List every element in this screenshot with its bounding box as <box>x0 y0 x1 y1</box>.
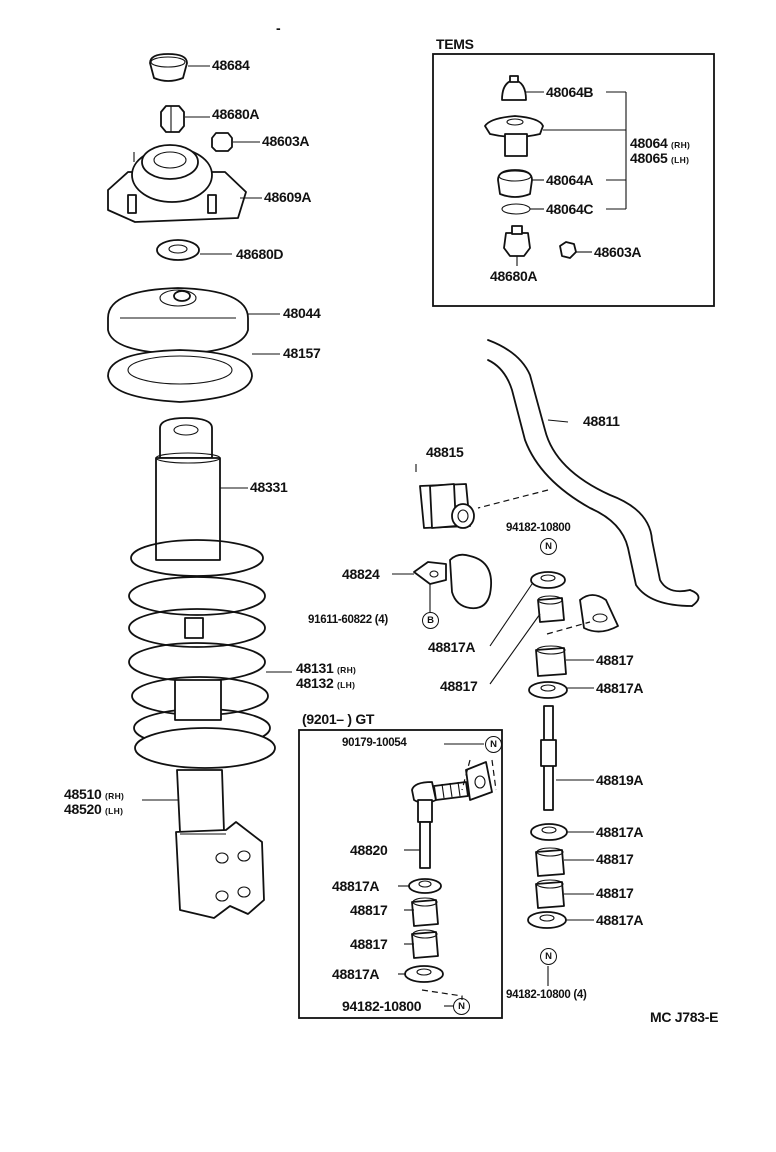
bump-stopper-48331 <box>155 417 221 561</box>
label-48510-number: 48510 <box>64 786 102 802</box>
bracket-48824 <box>413 553 492 610</box>
tems-parts <box>484 75 577 259</box>
label-48510: 48510 (RH) <box>64 786 124 802</box>
label-48065-suffix: (LH) <box>671 155 690 165</box>
label-48044: 48044 <box>283 305 321 321</box>
label-48064-suffix: (RH) <box>671 140 691 150</box>
bushing-48815 <box>419 483 475 529</box>
symbol-n-top: N <box>540 538 557 555</box>
shock-absorber-48510 <box>175 769 265 919</box>
right-leaders <box>392 419 594 986</box>
label-48817-r1: 48817 <box>596 652 634 668</box>
label-48817a-r1: 48817A <box>596 680 644 696</box>
label-48609a: 48609A <box>264 189 312 205</box>
label-94182-top: 94182-10800 <box>506 522 571 534</box>
gt-frame <box>298 729 503 1019</box>
label-48680d: 48680D <box>236 246 284 262</box>
cap-48684 <box>149 53 188 82</box>
gt-box-label: (9201– ) GT <box>302 711 375 727</box>
label-48817-a: 48817 <box>440 678 478 694</box>
label-48132-suffix: (LH) <box>337 680 356 690</box>
label-91611: 91611-60822 (4) <box>308 614 388 626</box>
label-gt-48817-2: 48817 <box>350 936 388 952</box>
label-48603a: 48603A <box>262 133 310 149</box>
insulator-48157 <box>107 349 253 403</box>
label-48131-suffix: (RH) <box>337 665 357 675</box>
drawing-code: MC J783-E <box>650 1009 719 1025</box>
label-48331: 48331 <box>250 479 288 495</box>
tems-leaders <box>516 91 627 266</box>
label-48820: 48820 <box>350 842 388 858</box>
label-gt-94182: 94182-10800 <box>342 998 422 1014</box>
symbol-n-gt-top: N <box>485 736 502 753</box>
tems-frame <box>432 53 715 307</box>
label-48064-number: 48064 <box>630 135 668 151</box>
label-tems-48680a: 48680A <box>490 268 538 284</box>
label-48132-number: 48132 <box>296 675 334 691</box>
label-48157: 48157 <box>283 345 321 361</box>
label-48520-number: 48520 <box>64 801 102 817</box>
label-gt-48817a-1: 48817A <box>332 878 380 894</box>
right-link-stack <box>527 571 591 929</box>
label-48132: 48132 (LH) <box>296 675 355 691</box>
label-48824: 48824 <box>342 566 380 582</box>
label-48064a: 48064A <box>546 172 594 188</box>
symbol-b: B <box>422 612 439 629</box>
label-90179: 90179-10054 <box>342 737 407 749</box>
label-48064: 48064 (RH) <box>630 135 690 151</box>
label-gt-48817a-2: 48817A <box>332 966 380 982</box>
label-48819a: 48819A <box>596 772 644 788</box>
strut-support-48609a <box>107 144 247 223</box>
coil-spring-48131 <box>128 539 276 769</box>
label-48811: 48811 <box>583 413 620 429</box>
label-48064c: 48064C <box>546 201 594 217</box>
label-48520: 48520 (LH) <box>64 801 123 817</box>
top-mark: - <box>276 20 281 36</box>
spring-seat-48044 <box>107 287 249 355</box>
label-48815: 48815 <box>426 444 464 460</box>
symbol-n-gt-bottom: N <box>453 998 470 1015</box>
label-48817a-r2: 48817A <box>596 824 644 840</box>
tems-title: TEMS <box>436 36 474 52</box>
label-94182-right: 94182-10800 (4) <box>506 989 587 1001</box>
label-48131-number: 48131 <box>296 660 334 676</box>
label-48520-suffix: (LH) <box>105 806 124 816</box>
washer-48680d <box>156 239 200 261</box>
gt-parts <box>404 759 497 1000</box>
symbol-n-right: N <box>540 948 557 965</box>
nut-48680a <box>160 105 185 133</box>
label-48817a-r3: 48817A <box>596 912 644 928</box>
nut-48603a <box>211 132 233 152</box>
label-gt-48817-1: 48817 <box>350 902 388 918</box>
label-48817-r2: 48817 <box>596 851 634 867</box>
gt-leaders <box>398 743 484 1007</box>
label-48510-suffix: (RH) <box>105 791 125 801</box>
label-48684: 48684 <box>212 57 250 73</box>
label-48680a: 48680A <box>212 106 260 122</box>
label-48065: 48065 (LH) <box>630 150 689 166</box>
label-48817-r3: 48817 <box>596 885 634 901</box>
stabilizer-bar-48811 <box>477 339 700 633</box>
left-leaders <box>142 65 292 801</box>
label-48131: 48131 (RH) <box>296 660 356 676</box>
label-tems-48603a: 48603A <box>594 244 642 260</box>
label-48064b: 48064B <box>546 84 594 100</box>
label-48065-number: 48065 <box>630 150 668 166</box>
label-48817a-a: 48817A <box>428 639 476 655</box>
